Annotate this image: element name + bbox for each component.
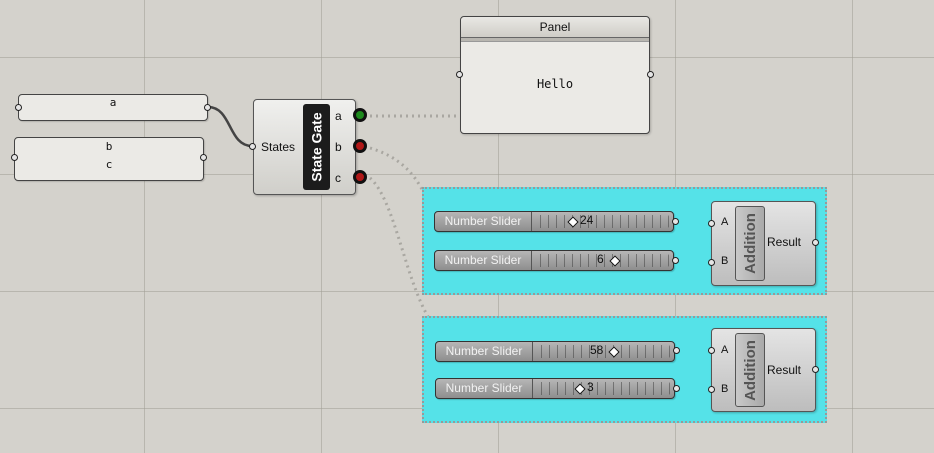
addition-input-a-grip[interactable]	[708, 347, 715, 354]
states-input-grip[interactable]	[249, 143, 256, 150]
panel-a-text: a	[109, 96, 117, 109]
addition-output-grip[interactable]	[812, 239, 819, 246]
panel-a-input-grip[interactable]	[15, 104, 22, 111]
addition-output-result: Result	[767, 363, 802, 377]
addition-component-1[interactable]: A B Addition Result	[708, 201, 819, 286]
slider-value: 3	[587, 380, 594, 394]
state-gate-component[interactable]: States State Gate a b c	[249, 99, 356, 195]
panel-hello-content: Hello	[536, 77, 574, 91]
output-label-a: a	[335, 109, 342, 123]
wire-panel-a-to-states	[207, 105, 253, 148]
output-label-c: c	[335, 171, 341, 185]
panel-hello-output-grip[interactable]	[647, 71, 654, 78]
panel-bc-output-grip[interactable]	[200, 154, 207, 161]
slider-24-output-grip[interactable]	[672, 218, 679, 225]
wire-gate-c-to-group	[368, 176, 432, 321]
slider-value: 58	[590, 343, 604, 357]
addition-input-b-grip[interactable]	[708, 259, 715, 266]
panel-bc-line1: b	[105, 140, 113, 153]
panel-hello-title: Panel	[461, 17, 649, 38]
addition-input-a: A	[721, 216, 729, 228]
slider-track[interactable]	[534, 345, 670, 358]
slider-name: Number Slider	[435, 212, 532, 231]
number-slider-24[interactable]: Number Slider 24	[434, 211, 674, 232]
addition-title: Addition	[735, 333, 765, 407]
panel-bc-line2: c	[105, 158, 113, 171]
panel-hello-header-divider	[461, 38, 649, 42]
panel-bc[interactable]: b c	[11, 137, 207, 181]
slider-3-output-grip[interactable]	[673, 385, 680, 392]
addition-output-result: Result	[767, 235, 802, 249]
slider-track[interactable]	[533, 215, 669, 228]
output-port-a[interactable]	[353, 108, 367, 122]
panel-bc-input-grip[interactable]	[11, 154, 18, 161]
number-slider-58[interactable]: Number Slider 58	[435, 341, 675, 362]
slider-name: Number Slider	[436, 342, 533, 361]
slider-6-output-grip[interactable]	[672, 257, 679, 264]
addition-component-2[interactable]: A B Addition Result	[708, 328, 819, 412]
slider-name: Number Slider	[435, 251, 532, 270]
output-label-b: b	[335, 140, 342, 154]
panel-hello-input-grip[interactable]	[456, 71, 463, 78]
panel-a-output-grip[interactable]	[204, 104, 211, 111]
slider-track[interactable]	[533, 254, 669, 267]
state-gate-title: State Gate	[303, 104, 330, 190]
slider-value: 6	[597, 252, 604, 266]
panel-a[interactable]: a	[15, 94, 211, 121]
slider-name: Number Slider	[436, 379, 533, 398]
slider-58-output-grip[interactable]	[673, 347, 680, 354]
addition-output-grip[interactable]	[812, 366, 819, 373]
states-input-label: States	[261, 140, 296, 154]
addition-title: Addition	[735, 206, 765, 281]
slider-value: 24	[580, 213, 594, 227]
addition-input-b-grip[interactable]	[708, 386, 715, 393]
number-slider-3[interactable]: Number Slider 3	[435, 378, 675, 399]
output-port-b[interactable]	[353, 139, 367, 153]
addition-input-a: A	[721, 344, 729, 356]
addition-input-a-grip[interactable]	[708, 220, 715, 227]
panel-hello[interactable]: Panel Hello	[456, 16, 654, 134]
wire-gate-b-to-group	[369, 146, 432, 206]
addition-input-b: B	[721, 383, 729, 395]
addition-input-b: B	[721, 255, 729, 267]
output-port-c[interactable]	[353, 170, 367, 184]
number-slider-6[interactable]: Number Slider 6	[434, 250, 674, 271]
slider-track[interactable]	[534, 382, 670, 395]
